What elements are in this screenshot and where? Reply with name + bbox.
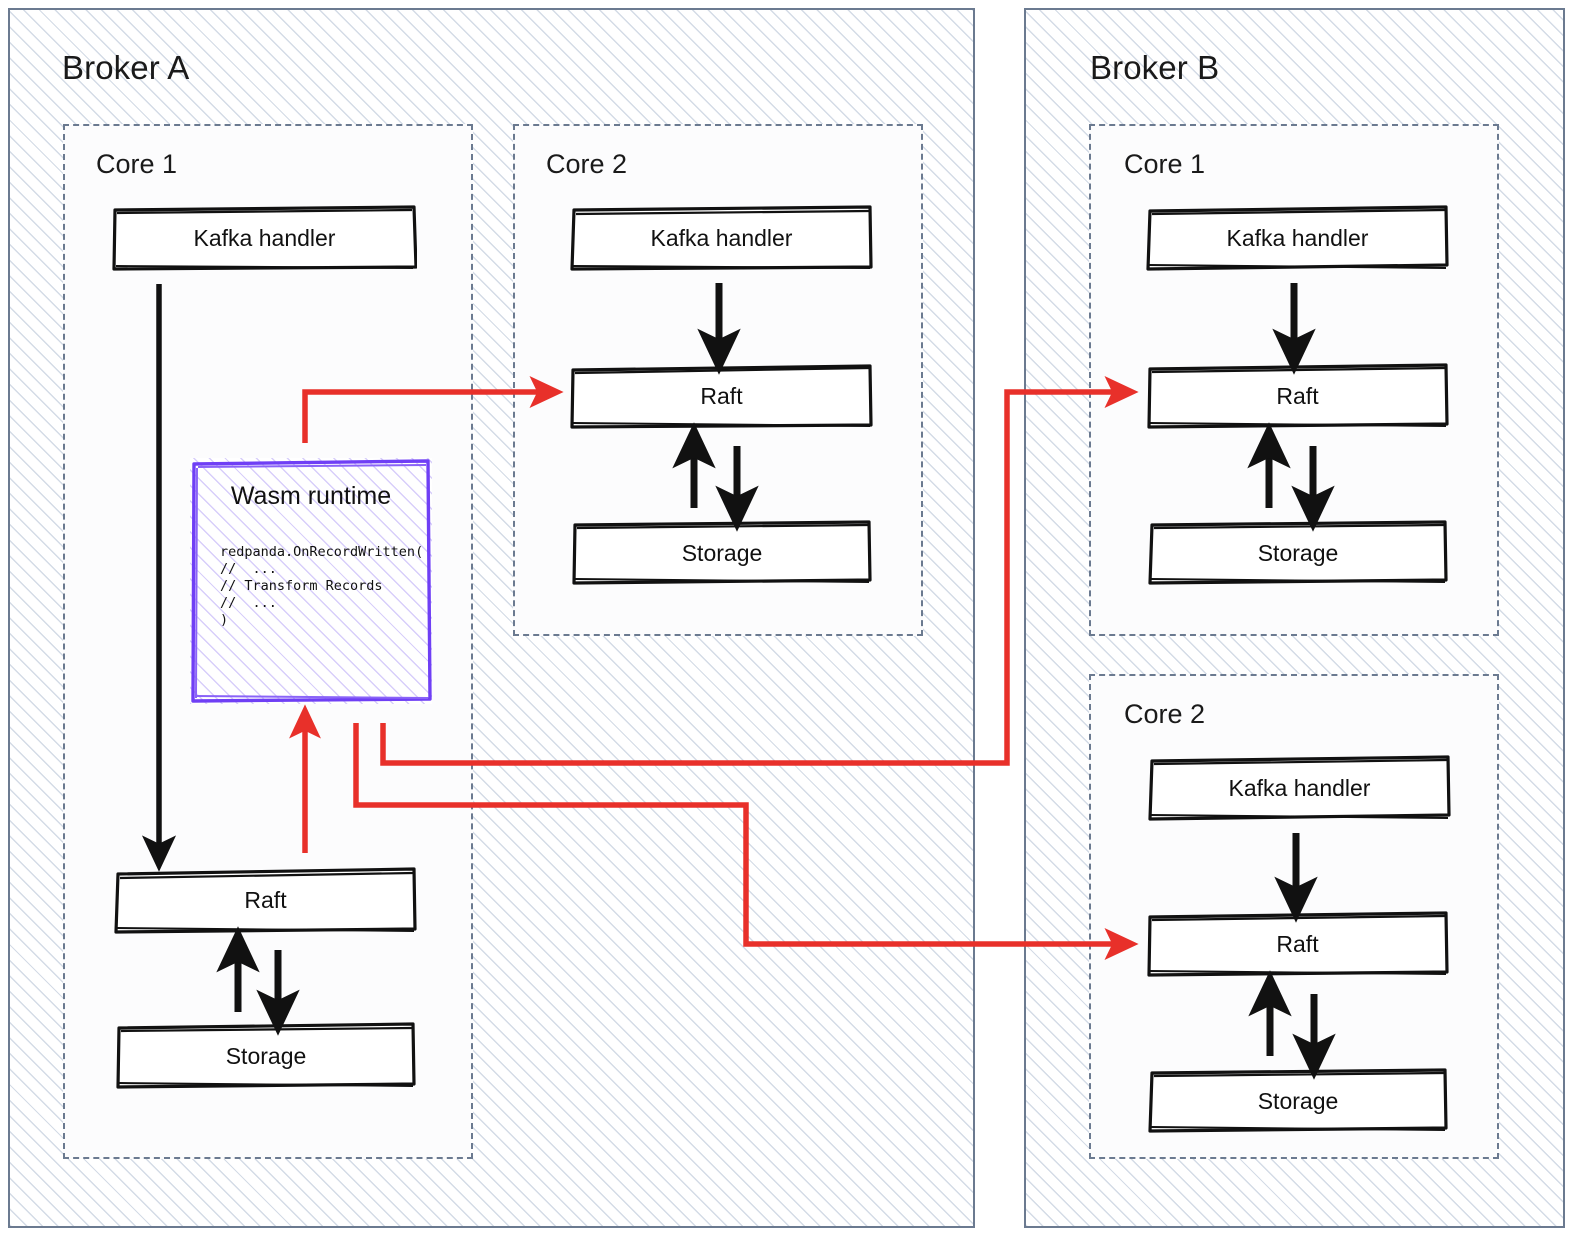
wasm-runtime-label: Wasm runtime bbox=[230, 482, 392, 510]
broker-b-core-1-storage-box[interactable]: Storage bbox=[1148, 520, 1448, 586]
node-label: Storage bbox=[1257, 539, 1339, 566]
broker-b-core-2-raft-box[interactable]: Raft bbox=[1146, 910, 1449, 978]
node-label: Kafka handler bbox=[1228, 774, 1371, 801]
broker-b-core-1-kafka-handler-box[interactable]: Kafka handler bbox=[1146, 205, 1449, 271]
node-label: Kafka handler bbox=[1226, 224, 1369, 251]
broker-b-core-2-title: Core 2 bbox=[1124, 699, 1206, 729]
broker-b-core-1-title: Core 1 bbox=[1124, 149, 1206, 179]
broker-a-core-1-kafka-handler-box[interactable]: Kafka handler bbox=[112, 205, 417, 271]
sketch-border bbox=[116, 1022, 416, 1089]
broker-a-title: Broker A bbox=[62, 49, 190, 86]
sketch-border bbox=[1146, 205, 1449, 271]
broker-b-core-2-kafka-handler-box[interactable]: Kafka handler bbox=[1148, 755, 1451, 821]
sketch-border bbox=[1148, 755, 1451, 821]
node-label: Raft bbox=[700, 382, 743, 409]
broker-a-core-1-raft-box[interactable]: Raft bbox=[114, 866, 417, 934]
broker-a-core-1-storage-box[interactable]: Storage bbox=[116, 1022, 416, 1090]
broker-a-core-2-kafka-handler-box[interactable]: Kafka handler bbox=[570, 205, 873, 271]
broker-a-core-2-title: Core 2 bbox=[546, 149, 628, 179]
node-label: Kafka handler bbox=[650, 224, 793, 251]
sketch-border bbox=[112, 205, 417, 271]
sketch-border bbox=[1147, 363, 1449, 429]
broker-b-core-1-raft-box[interactable]: Raft bbox=[1146, 362, 1449, 430]
broker-a-core-1-wasm-runtime-box[interactable]: Wasm runtime redpanda.OnRecordWritten( /… bbox=[190, 458, 432, 704]
wasm-runtime-code: redpanda.OnRecordWritten( // ... // Tran… bbox=[220, 544, 424, 628]
node-label: Raft bbox=[1276, 930, 1319, 957]
broker-b-title: Broker B bbox=[1090, 49, 1220, 86]
broker-a-core-2-storage-box[interactable]: Storage bbox=[572, 520, 872, 586]
node-label: Storage bbox=[681, 539, 763, 566]
node-label: Raft bbox=[244, 886, 287, 913]
broker-b-core-2-storage-box[interactable]: Storage bbox=[1148, 1068, 1448, 1134]
node-label: Raft bbox=[1276, 382, 1319, 409]
node-label: Storage bbox=[225, 1042, 307, 1069]
broker-a-core-1-title: Core 1 bbox=[96, 149, 178, 179]
node-label: Storage bbox=[1257, 1087, 1339, 1114]
node-label: Kafka handler bbox=[193, 224, 336, 251]
sketch-border bbox=[1148, 520, 1448, 585]
sketch-border bbox=[1147, 911, 1449, 977]
broker-a-core-2-raft-box[interactable]: Raft bbox=[570, 362, 873, 430]
sketch-border bbox=[570, 205, 873, 271]
